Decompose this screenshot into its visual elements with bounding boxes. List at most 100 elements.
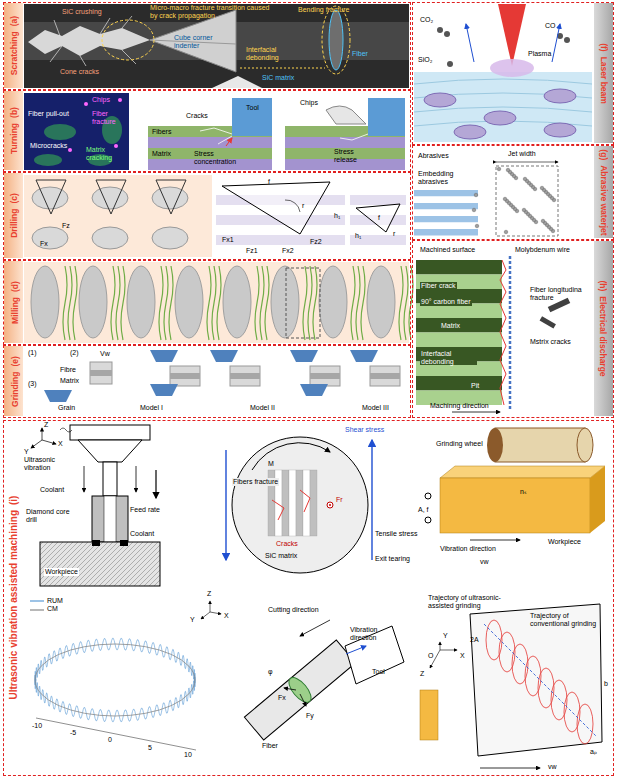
fiber-line <box>121 266 125 340</box>
annotation-label: Fiber pull-out <box>28 110 69 118</box>
abrasive <box>504 230 508 234</box>
annotation-label: Microcracks <box>30 142 67 150</box>
annotation-label: Fibers fracture <box>232 478 279 486</box>
layer-stripe <box>414 197 478 204</box>
fiber-line <box>303 266 307 340</box>
feed-arrow <box>470 540 520 541</box>
fibre-band <box>230 373 260 379</box>
nose-radius <box>285 200 300 212</box>
wheel-body <box>495 428 585 462</box>
rum-trajectory <box>35 638 195 721</box>
crack-path <box>200 128 232 144</box>
jet-width <box>496 162 558 163</box>
ultrasonic-loop <box>551 680 567 720</box>
ultrasonic-loop <box>499 632 515 672</box>
molecule <box>447 61 453 67</box>
fiber-bundle <box>92 187 128 209</box>
annotation-label: -10 <box>32 722 42 730</box>
annotation-label: Cutting direction <box>268 606 319 614</box>
annotation-label: Fiber fracture <box>92 110 126 125</box>
annotation-label: SiC matrix <box>265 552 297 560</box>
fiber-line <box>212 266 216 340</box>
panel-title: Milling <box>9 296 19 323</box>
layer-wave <box>414 79 592 84</box>
strip-label: (a)Scratching <box>4 3 23 88</box>
annotation-label: Mstrix cracks <box>530 338 575 346</box>
annotation-label: Fiber <box>262 742 278 750</box>
annotation-label: Ultrasonic vibration <box>24 456 69 471</box>
diamond-tip <box>92 540 100 546</box>
panel-title: Laser beam <box>599 56 609 103</box>
panel-title: Ultrasonic vibration assisted machining <box>8 510 19 700</box>
annotation-label: Pit <box>470 382 480 390</box>
axis <box>440 642 441 650</box>
annotation-label: f <box>268 178 270 186</box>
fiber-line <box>265 266 269 340</box>
annotation-label: Matrix <box>60 377 79 385</box>
gas-arrow <box>552 24 560 62</box>
coolant-arrow <box>84 466 85 492</box>
ultrasonic-loop <box>525 656 541 696</box>
annotation-label: Tool <box>246 104 259 112</box>
annotation-label: SiO₂ <box>418 56 432 64</box>
annotation-label: Workpiece <box>548 538 581 546</box>
work-stripe <box>416 318 502 333</box>
grain <box>300 384 328 396</box>
panel-band: (c)Drilling <box>3 172 411 260</box>
stress-arrow <box>226 138 232 146</box>
side-strip: (c)Drilling <box>4 173 23 258</box>
side-strip: (i) Ultrasonic vibration assisted machini… <box>4 421 23 774</box>
annotation-label: Z <box>207 590 211 598</box>
side-strip: (a)Scratching <box>4 3 23 88</box>
abrasive <box>522 208 526 212</box>
annotation-label: Cracks <box>186 112 208 120</box>
direction-arrow <box>452 412 500 413</box>
axis <box>201 612 210 619</box>
work-stripe <box>416 275 502 290</box>
side-strip: (e)Grinding <box>4 346 23 416</box>
abrasive <box>472 208 476 212</box>
layer-stripe <box>216 235 345 245</box>
core-drill <box>92 496 128 542</box>
annotation-label: Matrix <box>440 322 461 330</box>
annotation-label: X <box>460 652 465 660</box>
cube-corner-indenter <box>150 10 236 72</box>
annotation-label: SiC matrix <box>262 74 294 82</box>
fiber-line <box>164 266 168 340</box>
wheel-face <box>577 428 593 462</box>
fiber-line <box>159 266 163 340</box>
abrasive <box>541 219 545 223</box>
annotation-label: Exit tearing <box>375 555 410 563</box>
panel-letter: (b) <box>9 107 19 118</box>
annotation-label: Chips <box>300 99 318 107</box>
grain <box>150 384 178 396</box>
strip-label: (g)Abrasive waterjet <box>594 146 613 238</box>
fiber-bundle <box>152 227 188 249</box>
crack-line <box>122 50 136 64</box>
strip-label: (e)Grinding <box>4 346 23 416</box>
strip-label: (b)Turning <box>4 91 23 170</box>
panel-letter: (d) <box>9 281 19 292</box>
annotation-label: φ <box>268 668 273 676</box>
layer-stripe <box>148 137 272 148</box>
fiber-body <box>244 640 355 740</box>
annotation-label: Fiber <box>352 50 368 58</box>
annotation-label: Fibers <box>152 128 171 136</box>
fiber-bundle <box>32 187 68 209</box>
fiber-line <box>313 266 317 340</box>
layer-stripe <box>414 190 478 197</box>
drill-edge <box>96 180 126 214</box>
layer-stripe <box>350 245 406 255</box>
annotation-label: Fiber longitudina fracture <box>530 286 590 301</box>
fiber-bundle <box>223 266 251 338</box>
annotation-label: X <box>224 612 229 620</box>
annotation-label: Fz1 <box>246 247 258 255</box>
panel-letter: (i) <box>8 496 19 505</box>
layer-stripe <box>414 203 478 210</box>
machined-edge <box>500 260 506 405</box>
workpiece-side <box>590 466 605 533</box>
layer-stripe <box>414 229 478 236</box>
plot-axis <box>36 718 196 750</box>
abrasive <box>475 224 479 228</box>
annotation-label: Machinng direction <box>430 402 489 410</box>
